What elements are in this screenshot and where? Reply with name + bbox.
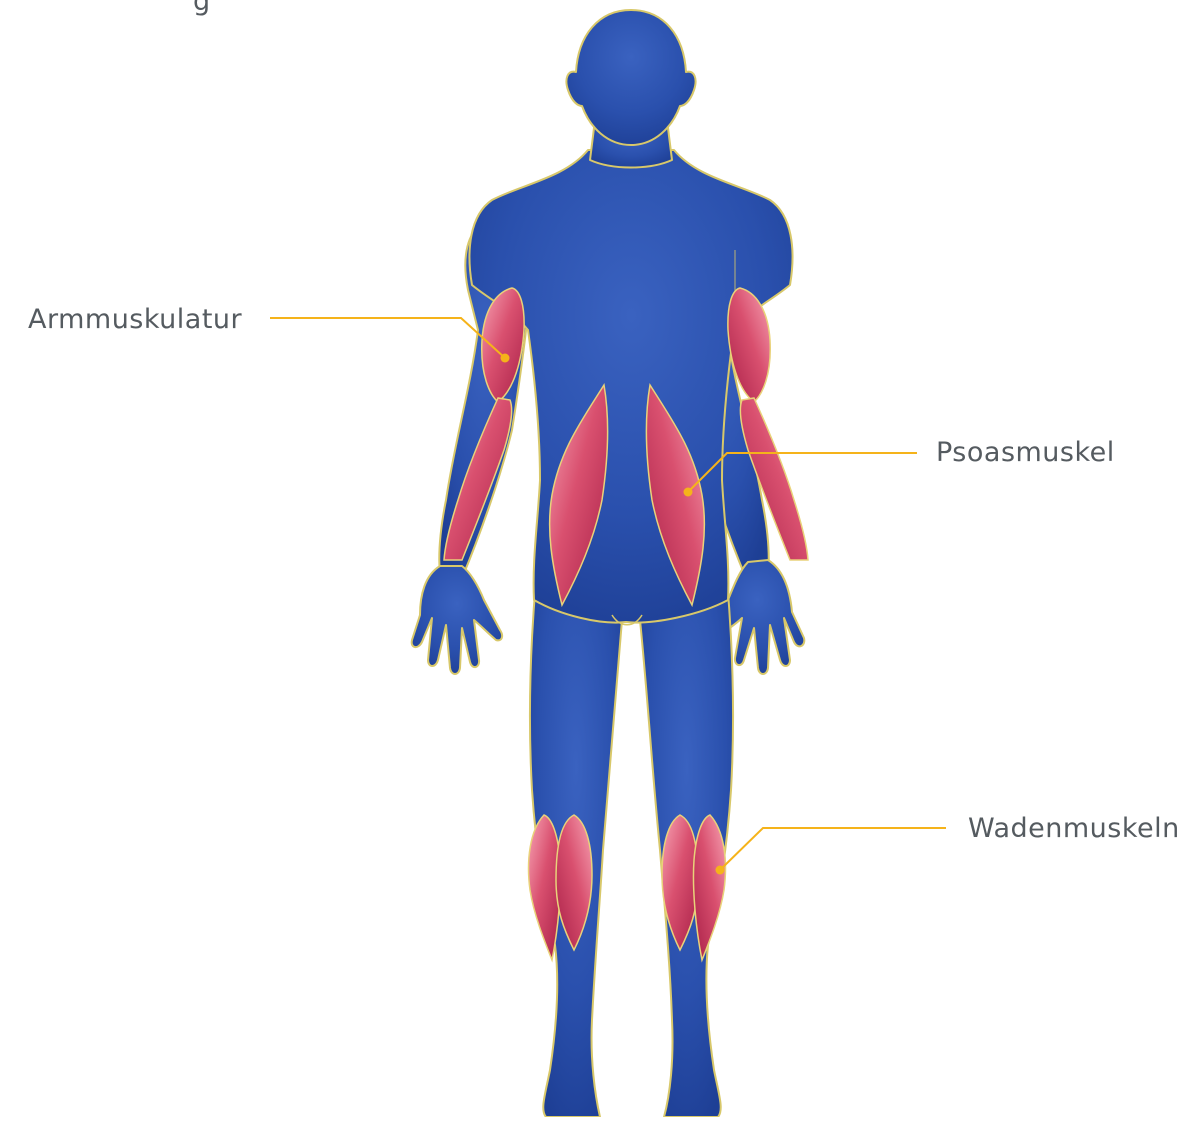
arm-muscles-label: Armmuskulatur: [28, 306, 242, 333]
head: [566, 10, 695, 145]
partial-top-text: g: [193, 0, 211, 15]
arm-callout-line: [270, 318, 505, 358]
left-hand: [412, 566, 502, 674]
calf-muscles-label: Wadenmuskeln: [968, 815, 1180, 842]
psoas-muscle-label: Psoasmuskel: [936, 439, 1115, 466]
calf-callout-line: [720, 828, 946, 870]
calf-callout-dot: [716, 866, 725, 875]
body-silhouette: [412, 10, 805, 1117]
psoas-callout-dot: [684, 488, 693, 497]
arm-callout-dot: [501, 354, 510, 363]
right-calf-outer: [693, 815, 725, 960]
